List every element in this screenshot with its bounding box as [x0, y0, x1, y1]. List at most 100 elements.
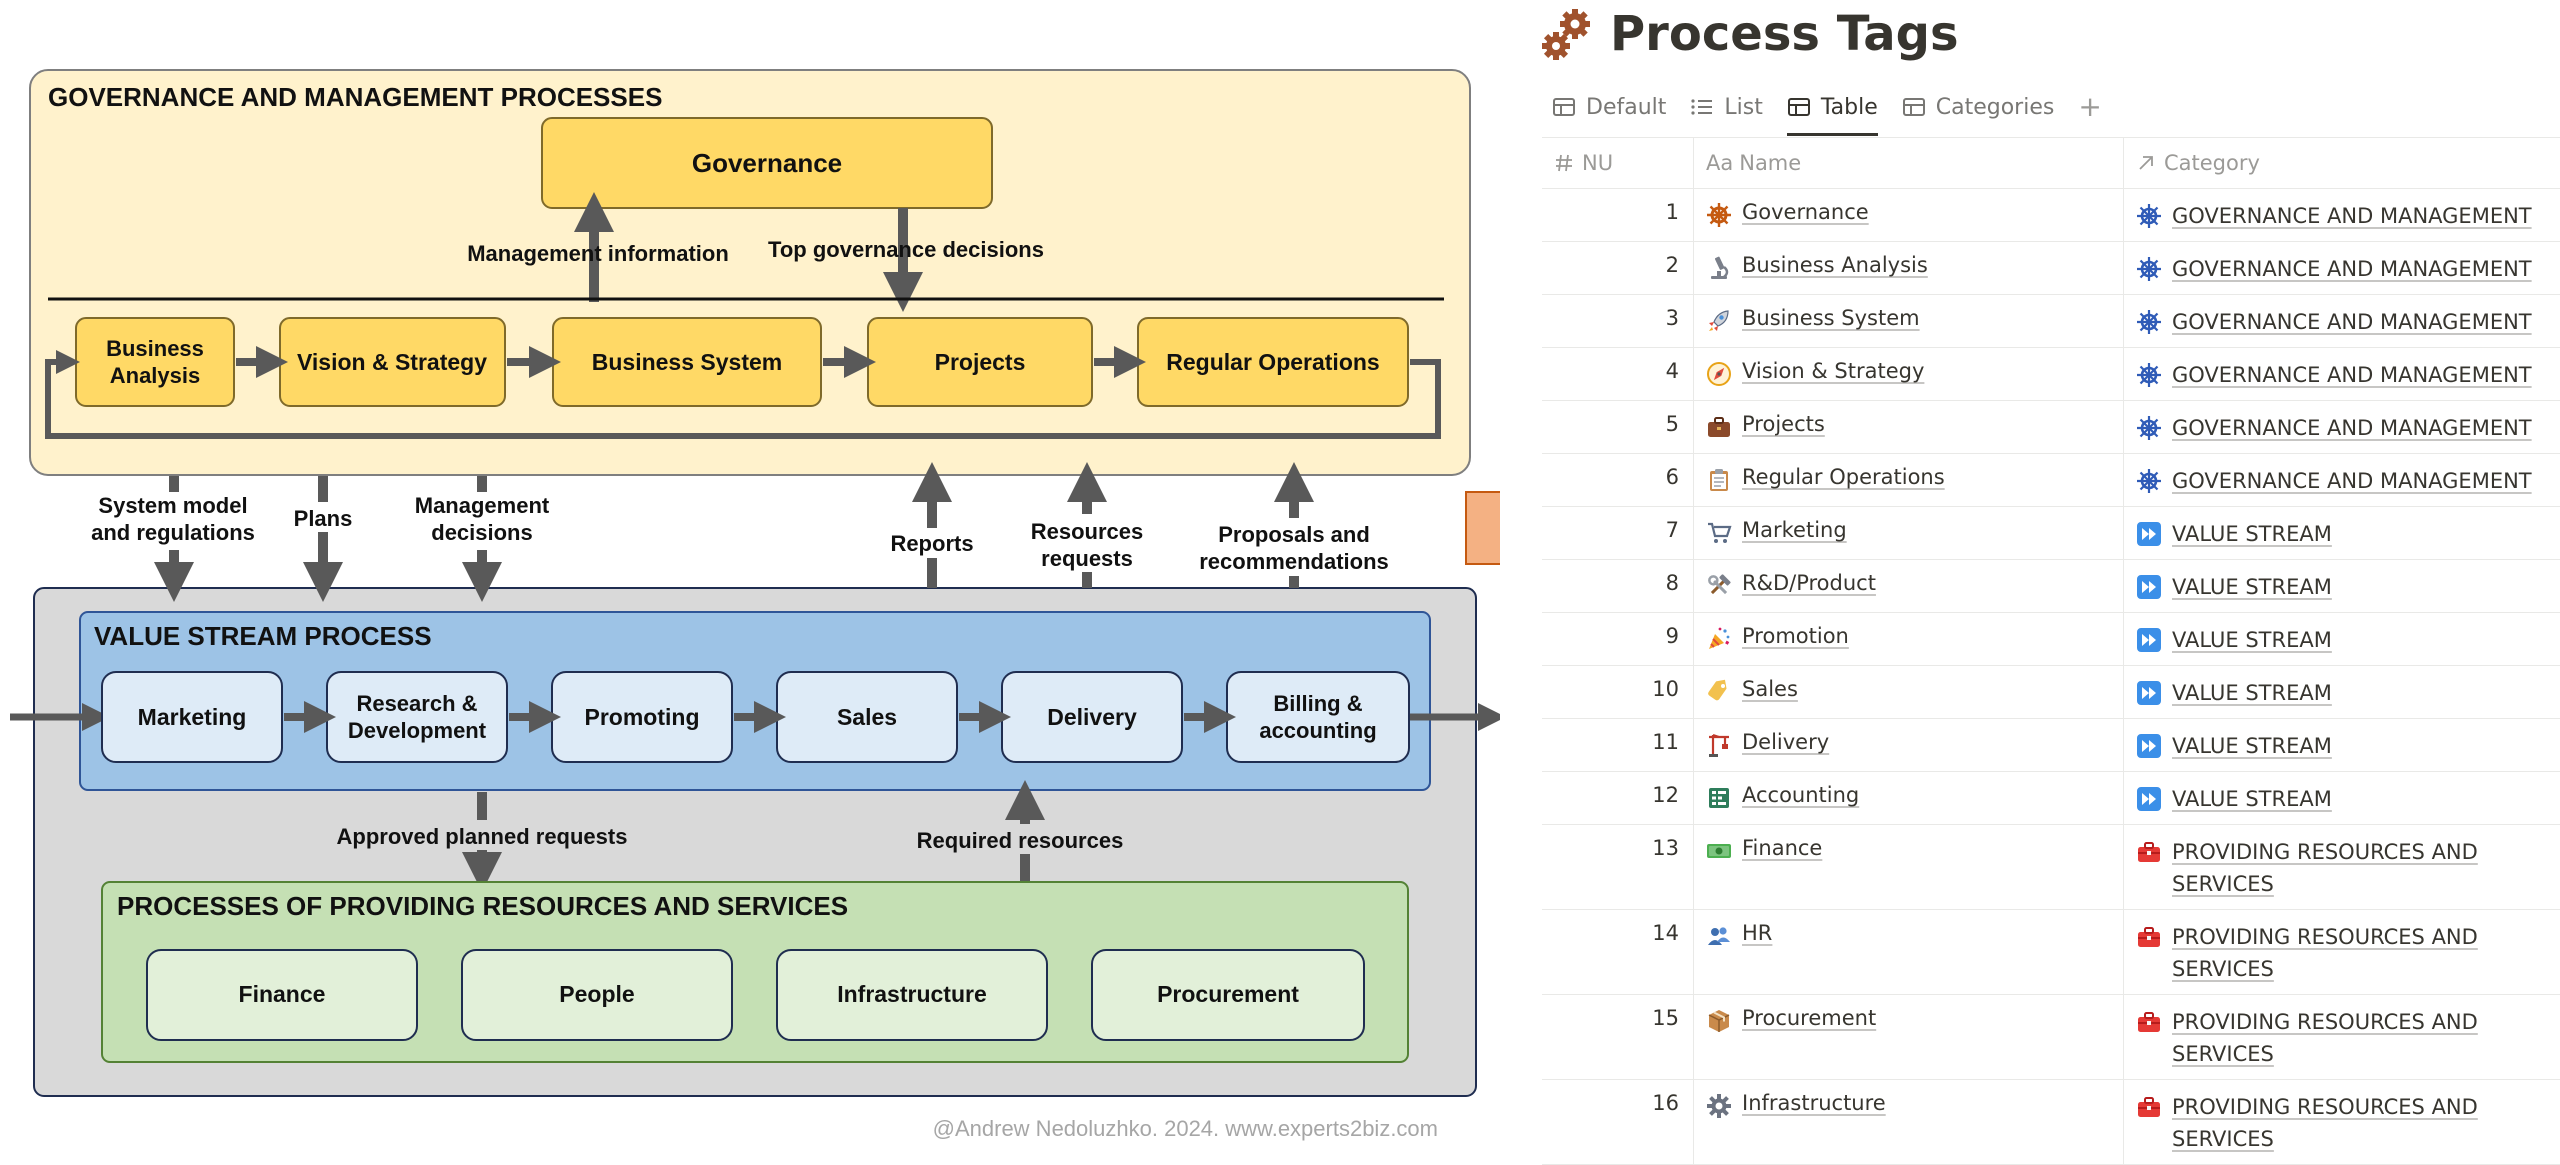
cell-nu: 3: [1542, 295, 1694, 347]
flow-label: Plans: [294, 506, 353, 531]
category-link[interactable]: VALUE STREAM: [2172, 787, 2332, 811]
table-row[interactable]: 3 Business System GOVERNANCE AND MANAGEMEN…: [1542, 295, 2560, 348]
category-link[interactable]: PROVIDING RESOURCES AND SERVICES: [2172, 925, 2478, 981]
cell-name[interactable]: Promotion: [1694, 613, 2124, 665]
row-name-link[interactable]: Vision & Strategy: [1742, 359, 1925, 383]
tab-list[interactable]: List: [1690, 82, 1763, 132]
process-diagram: GOVERNANCE AND MANAGEMENT PROCESSES Gove…: [10, 69, 1500, 1141]
banknote-icon: [1707, 844, 1731, 858]
column-header-category[interactable]: Category: [2124, 138, 2560, 188]
cell-name[interactable]: Vision & Strategy: [1694, 348, 2124, 400]
row-name-link[interactable]: Governance: [1742, 200, 1869, 224]
cell-category[interactable]: VALUE STREAM: [2124, 772, 2560, 824]
cell-nu: 8: [1542, 560, 1694, 612]
tab-categories[interactable]: Categories: [1902, 82, 2054, 132]
cell-category[interactable]: VALUE STREAM: [2124, 666, 2560, 718]
row-name-link[interactable]: Delivery: [1742, 730, 1830, 754]
category-link[interactable]: VALUE STREAM: [2172, 628, 2332, 652]
cell-name[interactable]: Sales: [1694, 666, 2124, 718]
cell-nu: 13: [1542, 825, 1694, 909]
cell-category[interactable]: VALUE STREAM: [2124, 719, 2560, 771]
cell-category[interactable]: PROVIDING RESOURCES AND SERVICES: [2124, 1080, 2560, 1164]
cell-name[interactable]: Projects: [1694, 401, 2124, 453]
category-link[interactable]: VALUE STREAM: [2172, 734, 2332, 758]
cell-category[interactable]: GOVERNANCE AND MANAGEMENT: [2124, 401, 2560, 453]
process-label: Development: [348, 718, 487, 743]
category-link[interactable]: GOVERNANCE AND MANAGEMENT: [2172, 257, 2532, 281]
row-name-link[interactable]: Sales: [1742, 677, 1798, 701]
cell-name[interactable]: Regular Operations: [1694, 454, 2124, 506]
cell-name[interactable]: Delivery: [1694, 719, 2124, 771]
row-name-link[interactable]: Business Analysis: [1742, 253, 1928, 277]
category-link[interactable]: GOVERNANCE AND MANAGEMENT: [2172, 416, 2532, 440]
tab-default[interactable]: Default: [1552, 82, 1666, 132]
cell-name[interactable]: Accounting: [1694, 772, 2124, 824]
row-name-link[interactable]: Marketing: [1742, 518, 1847, 542]
process-label: Procurement: [1157, 981, 1299, 1007]
category-link[interactable]: GOVERNANCE AND MANAGEMENT: [2172, 363, 2532, 387]
cell-name[interactable]: R&D/Product: [1694, 560, 2124, 612]
row-name-link[interactable]: R&D/Product: [1742, 571, 1876, 595]
category-link[interactable]: PROVIDING RESOURCES AND SERVICES: [2172, 1010, 2478, 1066]
cell-category[interactable]: GOVERNANCE AND MANAGEMENT: [2124, 454, 2560, 506]
category-link[interactable]: VALUE STREAM: [2172, 681, 2332, 705]
category-link[interactable]: VALUE STREAM: [2172, 575, 2332, 599]
table-row[interactable]: 8 R&D/Product VALUE STREAM: [1542, 560, 2560, 613]
cell-category[interactable]: PROVIDING RESOURCES AND SERVICES: [2124, 825, 2560, 909]
category-link[interactable]: PROVIDING RESOURCES AND SERVICES: [2172, 840, 2478, 896]
cell-name[interactable]: HR: [1694, 910, 2124, 994]
row-name-link[interactable]: Projects: [1742, 412, 1825, 436]
cell-category[interactable]: PROVIDING RESOURCES AND SERVICES: [2124, 910, 2560, 994]
table-icon: [1787, 98, 1810, 116]
category-link[interactable]: GOVERNANCE AND MANAGEMENT: [2172, 204, 2532, 228]
row-name-link[interactable]: Regular Operations: [1742, 465, 1945, 489]
row-name-link[interactable]: Procurement: [1742, 1006, 1877, 1030]
wheel-icon: [2137, 469, 2161, 493]
cell-category[interactable]: GOVERNANCE AND MANAGEMENT: [2124, 348, 2560, 400]
cell-category[interactable]: GOVERNANCE AND MANAGEMENT: [2124, 189, 2560, 241]
cell-name[interactable]: Infrastructure: [1694, 1080, 2124, 1164]
column-header-nu[interactable]: NU: [1542, 138, 1694, 188]
cell-category[interactable]: VALUE STREAM: [2124, 507, 2560, 559]
row-name-link[interactable]: Business System: [1742, 306, 1920, 330]
cell-category[interactable]: GOVERNANCE AND MANAGEMENT: [2124, 242, 2560, 294]
cell-category[interactable]: VALUE STREAM: [2124, 613, 2560, 665]
row-name-link[interactable]: Accounting: [1742, 783, 1860, 807]
cell-category[interactable]: VALUE STREAM: [2124, 560, 2560, 612]
cell-name[interactable]: Marketing: [1694, 507, 2124, 559]
table-row[interactable]: 13 Finance PROVIDING RESOURCES AND SERVICE…: [1542, 825, 2560, 910]
add-view-button[interactable]: +: [2078, 90, 2102, 123]
tab-table[interactable]: Table: [1786, 82, 1878, 136]
fast-forward-icon: [2137, 628, 2161, 652]
cell-category[interactable]: GOVERNANCE AND MANAGEMENT: [2124, 295, 2560, 347]
cell-name[interactable]: Finance: [1694, 825, 2124, 909]
category-link[interactable]: PROVIDING RESOURCES AND SERVICES: [2172, 1095, 2478, 1151]
column-header-name[interactable]: Aa Name: [1694, 138, 2124, 188]
cell-name[interactable]: Procurement: [1694, 995, 2124, 1079]
cell-name[interactable]: Governance: [1694, 189, 2124, 241]
row-name-link[interactable]: Finance: [1742, 836, 1823, 860]
cell-name[interactable]: Business Analysis: [1694, 242, 2124, 294]
cell-category[interactable]: PROVIDING RESOURCES AND SERVICES: [2124, 995, 2560, 1079]
category-link[interactable]: VALUE STREAM: [2172, 522, 2332, 546]
row-name-link[interactable]: Infrastructure: [1742, 1091, 1886, 1115]
row-name-link[interactable]: Promotion: [1742, 624, 1849, 648]
category-link[interactable]: GOVERNANCE AND MANAGEMENT: [2172, 469, 2532, 493]
row-name-link[interactable]: HR: [1742, 921, 1773, 945]
category-link[interactable]: GOVERNANCE AND MANAGEMENT: [2172, 310, 2532, 334]
cell-name[interactable]: Business System: [1694, 295, 2124, 347]
